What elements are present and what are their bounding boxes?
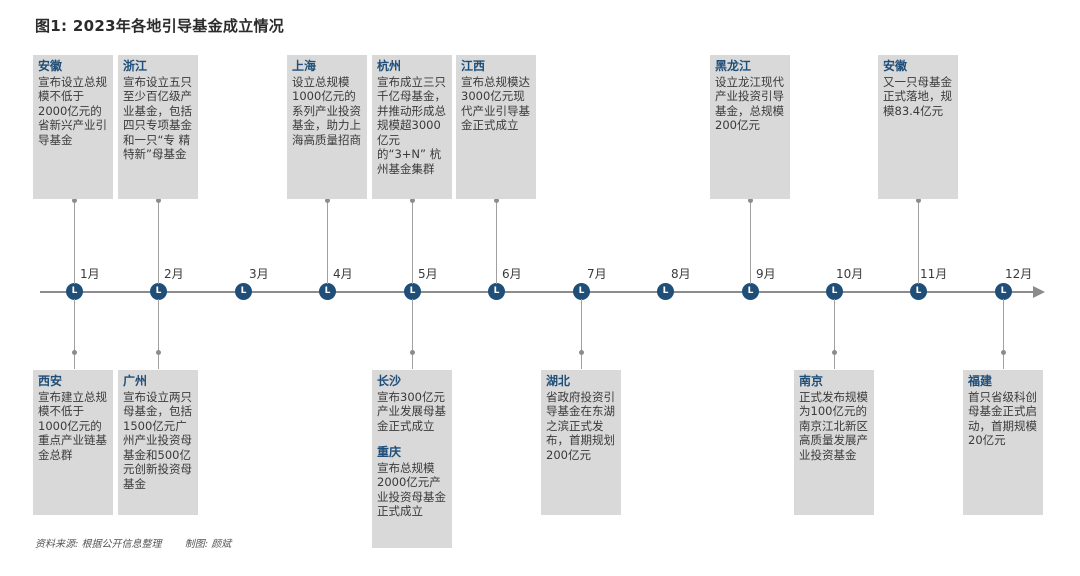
event-card-anhui-jan: 安徽 宣布设立总规模不低于2000亿元的省新兴产业引导基金 (33, 55, 113, 199)
event-text: 宣布总规模2000亿元产业投资母基金正式成立 (377, 460, 446, 519)
month-marker-8: L (657, 283, 674, 300)
event-text: 设立龙江现代产业投资引导基金，总规模200亿元 (715, 74, 784, 133)
event-region: 黑龙江 (715, 59, 752, 73)
event-region: 杭州 (377, 59, 402, 73)
connector-line (834, 299, 835, 369)
timeline-axis (40, 291, 1035, 293)
month-marker-7: L (573, 283, 590, 300)
month-marker-2: L (150, 283, 167, 300)
timeline-arrow-icon (1033, 286, 1045, 298)
event-region: 江西 (461, 59, 486, 73)
month-label-4: 4月 (333, 267, 353, 281)
connector-dot (325, 198, 330, 203)
connector-dot (494, 198, 499, 203)
connector-line (74, 200, 75, 284)
month-marker-3: L (235, 283, 252, 300)
event-text: 设立总规模1000亿元的系列产业投资基金，助力上海高质量招商 (292, 74, 361, 147)
month-marker-10: L (826, 283, 843, 300)
connector-dot (72, 350, 77, 355)
month-label-9: 9月 (756, 267, 776, 281)
event-card-xian: 西安 宣布建立总规模不低于1000亿元的重点产业链基金总群 (33, 370, 113, 515)
event-card-jiangxi: 江西 宣布总规模达3000亿元现代产业引导基金正式成立 (456, 55, 536, 199)
event-text: 省政府投资引导基金在东湖之滨正式发布，首期规划200亿元 (546, 389, 615, 462)
connector-dot (156, 350, 161, 355)
event-card-fujian: 福建 首只省级科创母基金正式启动，首期规模20亿元 (963, 370, 1043, 515)
chart-title: 图1: 2023年各地引导基金成立情况 (35, 17, 285, 35)
month-label-11: 11月 (920, 267, 948, 281)
month-label-5: 5月 (418, 267, 438, 281)
event-text: 宣布成立三只千亿母基金，并推动形成总规模超3000亿元的“3+N” 杭州基金集群 (377, 74, 446, 176)
month-label-6: 6月 (502, 267, 522, 281)
event-card-hubei: 湖北 省政府投资引导基金在东湖之滨正式发布，首期规划200亿元 (541, 370, 621, 515)
connector-line (158, 200, 159, 284)
event-card-zhejiang: 浙江 宣布设立五只至少百亿级产业基金，包括四只专项基金和一只“专 精 特新”母基… (118, 55, 198, 199)
event-text: 宣布设立总规模不低于2000亿元的省新兴产业引导基金 (38, 74, 107, 147)
month-label-12: 12月 (1005, 267, 1033, 281)
event-text: 宣布设立五只至少百亿级产业基金，包括四只专项基金和一只“专 精 特新”母基金 (123, 74, 192, 162)
event-region: 长沙 (377, 374, 402, 388)
event-card-changsha-chongqing: 长沙 宣布300亿元产业发展母基金正式成立 重庆 宣布总规模2000亿元产业投资… (372, 370, 452, 548)
event-region: 安徽 (883, 59, 908, 73)
event-region: 湖北 (546, 374, 571, 388)
month-marker-4: L (319, 283, 336, 300)
event-text: 宣布总规模达3000亿元现代产业引导基金正式成立 (461, 74, 530, 133)
month-marker-9: L (742, 283, 759, 300)
month-label-8: 8月 (671, 267, 691, 281)
event-region: 西安 (38, 374, 63, 388)
connector-dot (916, 198, 921, 203)
event-card-heilongjiang: 黑龙江 设立龙江现代产业投资引导基金，总规模200亿元 (710, 55, 790, 199)
source-text: 资料来源: 根据公开信息整理 (35, 539, 162, 550)
connector-line (1003, 299, 1004, 369)
event-region: 安徽 (38, 59, 63, 73)
event-region: 浙江 (123, 59, 148, 73)
event-card-anhui-nov: 安徽 又一只母基金正式落地，规模83.4亿元 (878, 55, 958, 199)
event-card-guangzhou: 广州 宣布设立两只母基金，包括1500亿元广州产业投资母基金和500亿元创新投资… (118, 370, 198, 515)
month-marker-12: L (995, 283, 1012, 300)
connector-dot (748, 198, 753, 203)
connector-dot (410, 350, 415, 355)
connector-dot (1001, 350, 1006, 355)
event-region: 广州 (123, 374, 148, 388)
event-region: 重庆 (377, 445, 402, 459)
event-region: 福建 (968, 374, 993, 388)
connector-line (412, 299, 413, 369)
connector-line (581, 299, 582, 369)
month-marker-5: L (404, 283, 421, 300)
connector-dot (579, 350, 584, 355)
event-region: 南京 (799, 374, 824, 388)
event-card-hangzhou: 杭州 宣布成立三只千亿母基金，并推动形成总规模超3000亿元的“3+N” 杭州基… (372, 55, 452, 199)
connector-line (918, 200, 919, 284)
connector-dot (156, 198, 161, 203)
connector-dot (832, 350, 837, 355)
month-marker-6: L (488, 283, 505, 300)
month-label-1: 1月 (80, 267, 100, 281)
connector-dot (72, 198, 77, 203)
event-region: 上海 (292, 59, 317, 73)
connector-line (158, 299, 159, 369)
connector-line (74, 299, 75, 369)
event-card-nanjing: 南京 正式发布规模为100亿元的南京江北新区高质量发展产业投资基金 (794, 370, 874, 515)
month-label-3: 3月 (249, 267, 269, 281)
connector-line (412, 200, 413, 284)
event-text: 又一只母基金正式落地，规模83.4亿元 (883, 74, 952, 118)
event-text: 宣布设立两只母基金，包括1500亿元广州产业投资母基金和500亿元创新投资母基金 (123, 389, 192, 491)
connector-line (496, 200, 497, 284)
event-text: 正式发布规模为100亿元的南京江北新区高质量发展产业投资基金 (799, 389, 868, 462)
event-text: 宣布建立总规模不低于1000亿元的重点产业链基金总群 (38, 389, 107, 462)
event-text: 宣布300亿元产业发展母基金正式成立 (377, 389, 446, 433)
month-label-7: 7月 (587, 267, 607, 281)
source-note: 资料来源: 根据公开信息整理 制图: 颜斌 (35, 535, 251, 550)
event-card-shanghai: 上海 设立总规模1000亿元的系列产业投资基金，助力上海高质量招商 (287, 55, 367, 199)
month-marker-1: L (66, 283, 83, 300)
month-label-2: 2月 (164, 267, 184, 281)
month-label-10: 10月 (836, 267, 864, 281)
month-marker-11: L (910, 283, 927, 300)
connector-line (327, 200, 328, 284)
author-text: 制图: 颜斌 (184, 539, 232, 550)
connector-dot (410, 198, 415, 203)
event-text: 首只省级科创母基金正式启动，首期规模20亿元 (968, 389, 1037, 448)
connector-line (750, 200, 751, 284)
